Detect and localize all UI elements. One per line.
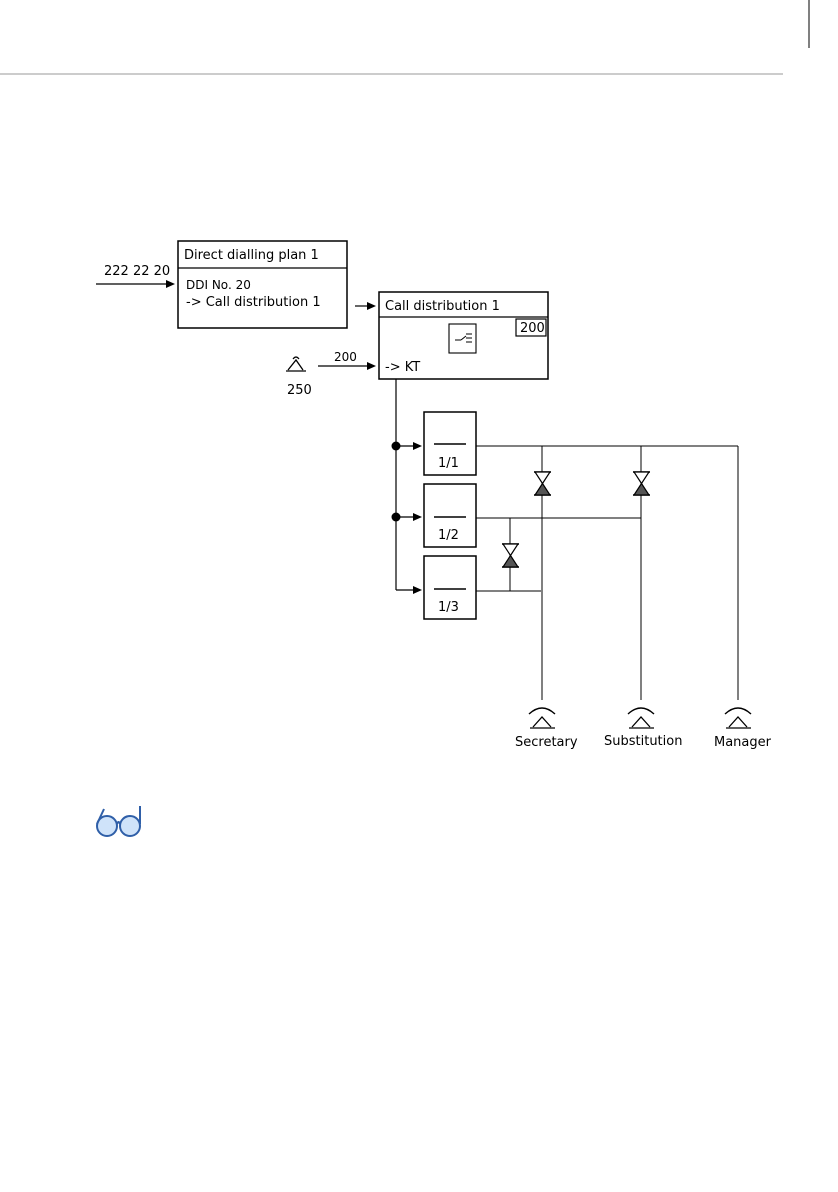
call-distribution-number: 200 [520, 321, 545, 336]
call-distribution-box: Call distribution 1 200 -> KT [379, 292, 548, 379]
port-box-1: 1/1 [424, 412, 476, 475]
hourglass-icon [534, 472, 551, 495]
substitution-label: Substitution [604, 734, 682, 749]
port-label-1: 1/1 [438, 456, 459, 471]
ddi-plan-target: -> Call distribution 1 [186, 295, 321, 310]
ddi-plan-number: DDI No. 20 [186, 278, 251, 292]
hourglass-icon [502, 544, 519, 567]
ddi-to-cd-arrowhead [367, 302, 376, 310]
branch-arrow-3 [413, 586, 422, 594]
ddi-plan-box: Direct dialling plan 1 DDI No. 20 -> Cal… [178, 241, 347, 328]
incoming-number-label: 222 22 20 [104, 264, 170, 279]
internal-dialled-label: 200 [334, 350, 357, 364]
port-box-3: 1/3 [424, 556, 476, 619]
incoming-arrowhead [166, 280, 175, 288]
call-distribution-title: Call distribution 1 [385, 299, 500, 314]
ddi-plan-title: Direct dialling plan 1 [184, 248, 319, 263]
secretary-label: Secretary [515, 735, 578, 750]
internal-extension-label: 250 [287, 383, 312, 398]
glasses-icon [97, 806, 140, 836]
port-box-2: 1/2 [424, 484, 476, 547]
call-distribution-target: -> KT [385, 360, 420, 375]
hourglass-icon [633, 472, 650, 495]
substitution-phone-icon [628, 708, 654, 728]
port-label-3: 1/3 [438, 600, 459, 615]
internal-arrowhead [367, 362, 376, 370]
secretary-phone-icon [529, 708, 555, 728]
branch-arrow-2 [413, 513, 422, 521]
distribution-icon [449, 324, 476, 353]
port-label-2: 1/2 [438, 528, 459, 543]
branch-arrow-1 [413, 442, 422, 450]
internal-phone-icon [286, 357, 306, 371]
manager-phone-icon [725, 708, 751, 728]
manager-label: Manager [714, 735, 772, 750]
